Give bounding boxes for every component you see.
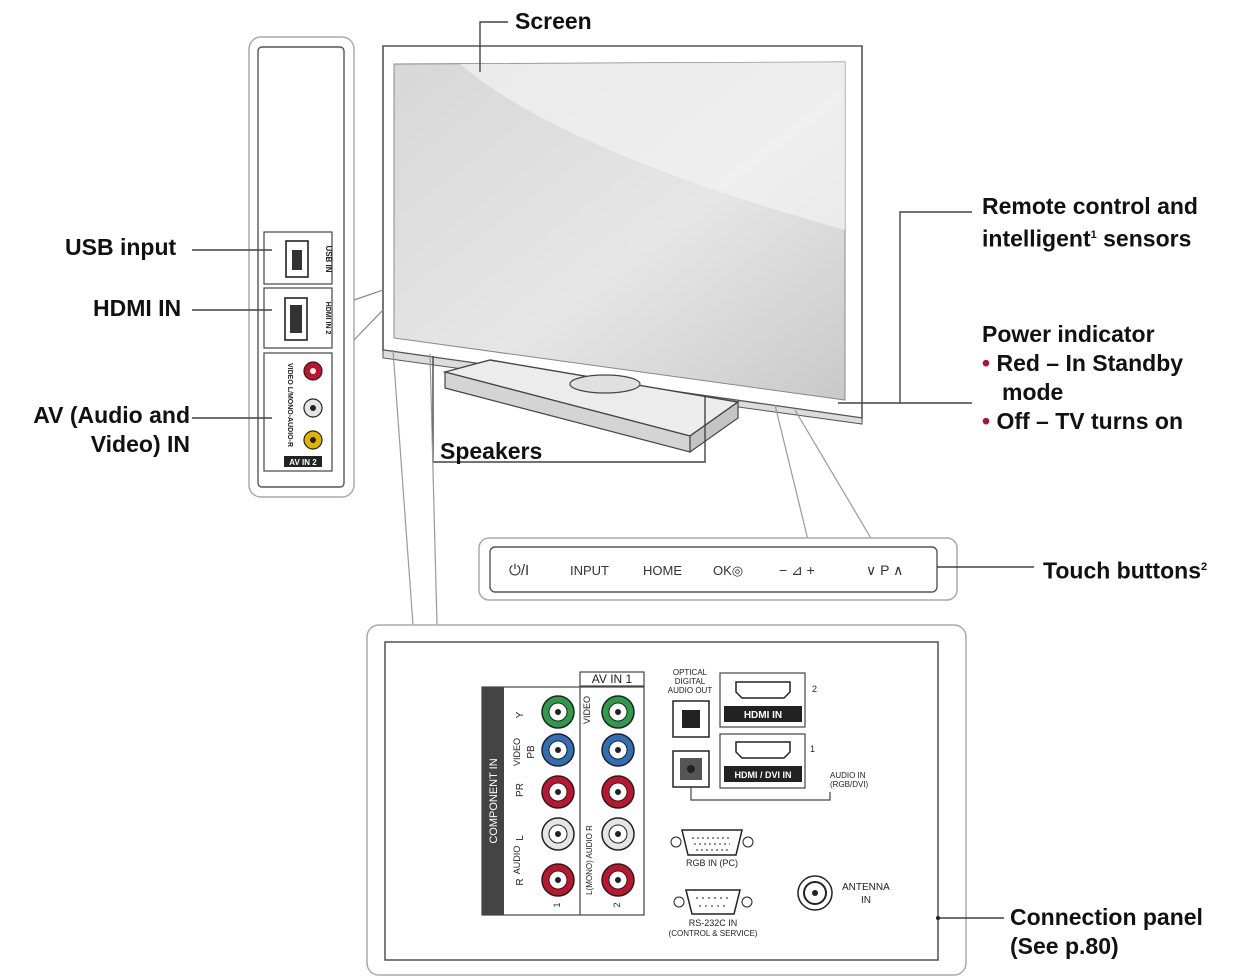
touch-program-button[interactable]: ∨ P ∧ [866, 562, 904, 578]
connection-panel [366, 624, 967, 976]
audio-in-label-1: AUDIO IN [830, 771, 866, 780]
power-red-cont: mode [1002, 379, 1064, 405]
remote-footnote: 1 [1090, 229, 1097, 241]
side-av-label: VIDEO L/MONO-AUDIO-R [286, 363, 293, 447]
y-label: Y [515, 711, 526, 718]
connection-zoom-line [392, 349, 414, 626]
remote-line-1: Remote control and [982, 193, 1198, 219]
jack-video-b [601, 733, 635, 767]
power-off-text: Off – TV turns on [996, 408, 1184, 434]
power-red-line: • Red – In Standby [982, 349, 1183, 378]
l-label: L [515, 835, 526, 841]
optical-label-2: DIGITAL [675, 677, 706, 686]
jack-video [601, 695, 635, 729]
optical-port [672, 700, 831, 801]
side-av-in-label: AV IN 2 [289, 458, 317, 467]
touch-panel [478, 537, 958, 601]
audio-side-label: AUDIO [512, 846, 522, 875]
side-hdmi-label: HDMI IN 2 [324, 302, 331, 335]
remote-intelligent: intelligent [982, 225, 1091, 252]
hdmi-1-label: HDMI / DVI IN [734, 770, 791, 780]
optical-label-3: AUDIO OUT [668, 686, 713, 695]
screen-label: Screen [515, 8, 592, 34]
connection-line-1: Connection panel [1010, 904, 1203, 930]
touch-buttons-text: Touch buttons [1043, 557, 1201, 584]
component-in-label: COMPONENT IN [488, 758, 500, 843]
touch-footnote: 2 [1200, 561, 1208, 573]
touch-zoom-line-2 [794, 409, 873, 541]
touch-buttons-label: Touch buttons2 [1043, 553, 1207, 586]
jack-video-r [601, 775, 635, 809]
hdmi-2-label: HDMI IN [744, 710, 782, 721]
antenna-port [797, 875, 833, 911]
jack-audio-r-1 [541, 863, 575, 897]
audio-col-label: L(MONO) AUDIO R [585, 825, 594, 895]
col-2-label: 2 [612, 902, 622, 907]
power-title: Power indicator [982, 321, 1155, 347]
rgb-in-label: RGB IN (PC) [686, 858, 738, 868]
speakers-label: Speakers [440, 438, 543, 464]
av-in-line-2: Video) IN [90, 431, 190, 457]
remote-sensors: sensors [1096, 225, 1192, 252]
remote-line-2: intelligent1 sensors [982, 221, 1198, 254]
rs232-label-1: RS-232C IN [689, 918, 738, 928]
power-indicator-label: Power indicator • Red – In Standby mode … [982, 320, 1183, 436]
connection-line-2: (See p.80) [1010, 933, 1119, 959]
tv-stand [442, 359, 740, 454]
touch-ok-button[interactable]: OK◎ [713, 563, 744, 578]
optical-label-1: OPTICAL [673, 668, 708, 677]
hdmi-port-2 [719, 672, 806, 728]
jack-y [541, 695, 575, 729]
tv-body [382, 45, 863, 425]
side-zoom-line-2 [353, 309, 384, 341]
hdmi-1-number: 1 [810, 744, 815, 754]
connection-leader-dot [936, 916, 940, 920]
touch-input-button[interactable]: INPUT [570, 563, 609, 578]
col-1-label: 1 [552, 902, 562, 907]
hdmi-in-label: HDMI IN [93, 295, 182, 321]
connection-panel-label: Connection panel (See p.80) [1010, 903, 1203, 961]
pb-label: PB [526, 745, 537, 759]
touch-volume-button[interactable]: − ⊿ + [779, 562, 815, 578]
rgb-port [670, 829, 754, 856]
side-zoom-line [353, 289, 384, 301]
jack-audio-l-1 [541, 817, 575, 851]
av-in-label: AV (Audio and Video) IN [33, 401, 190, 459]
jack-audio-l-2 [601, 817, 635, 851]
antenna-label-2: IN [861, 895, 871, 906]
usb-input-label: USB input [65, 234, 177, 260]
antenna-label-1: ANTENNA [842, 882, 890, 893]
hdmi-port-1 [719, 733, 806, 789]
power-bullet-1: • [982, 350, 991, 376]
power-bullet-2: • [982, 408, 991, 434]
screen-leader [479, 21, 508, 72]
side-usb-label: USB IN [324, 245, 333, 272]
pr-label: PR [515, 783, 526, 797]
audio-in-label-2: (RGB/DVI) [830, 780, 869, 789]
av-in-1-label: AV IN 1 [592, 672, 633, 686]
av-in-line-1: AV (Audio and [33, 402, 190, 428]
touch-zoom-line [774, 404, 809, 541]
touch-power-button[interactable]: ⏻/I [509, 562, 530, 579]
touch-home-button[interactable]: HOME [643, 563, 682, 578]
jack-audio-r-2 [601, 863, 635, 897]
side-panel [248, 36, 355, 498]
rs232-port [673, 889, 753, 915]
rs232-label-2: (CONTROL & SERVICE) [669, 929, 758, 938]
power-red-text: Red – In Standby [996, 350, 1184, 376]
remote-label: Remote control and intelligent1 sensors [982, 192, 1198, 254]
r-label: R [515, 878, 526, 885]
jack-pb [541, 733, 575, 767]
hdmi-2-number: 2 [812, 684, 817, 694]
power-off-line: • Off – TV turns on [982, 407, 1183, 436]
connection-zoom-line-2 [429, 353, 438, 626]
speakers-leader [432, 356, 706, 463]
jack-pr [541, 775, 575, 809]
video-col-label: VIDEO [582, 696, 592, 724]
video-side-label: VIDEO [512, 738, 522, 766]
remote-leader [838, 211, 972, 404]
